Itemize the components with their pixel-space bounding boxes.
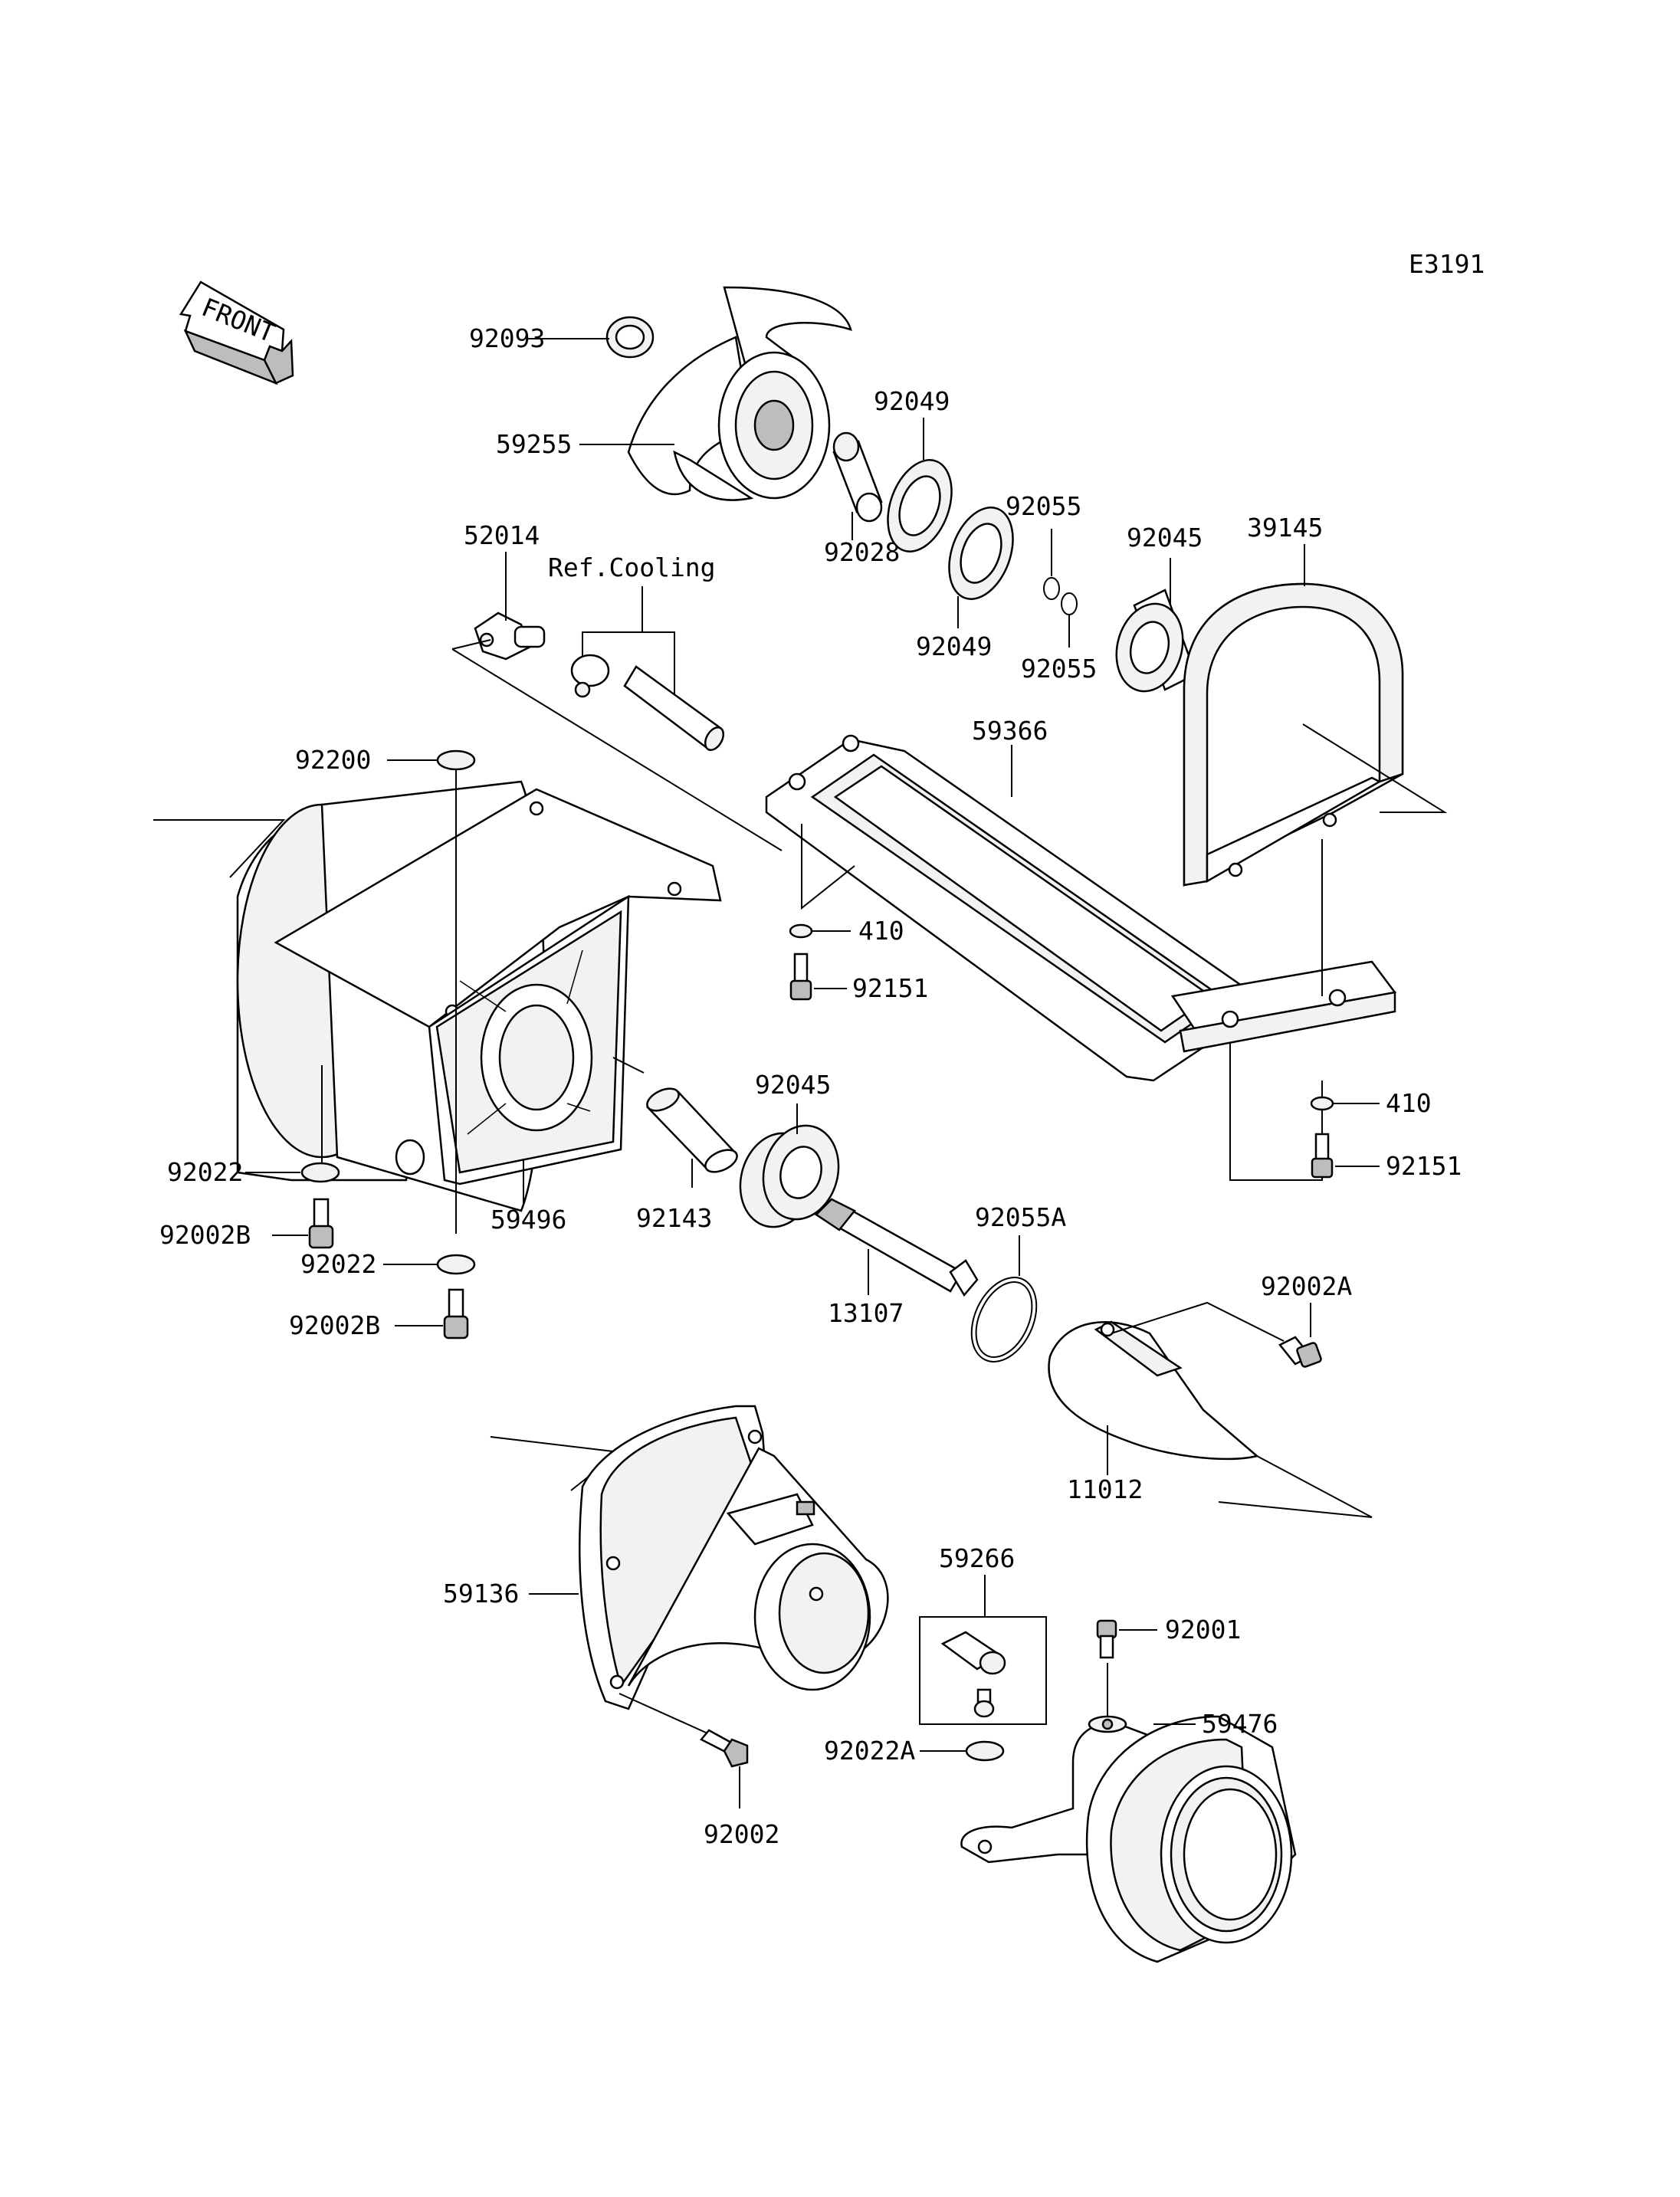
- part-59496-pump-housing: [153, 780, 722, 1212]
- label-11012: 11012: [1067, 1474, 1143, 1504]
- label-59366: 59366: [972, 716, 1048, 746]
- part-59476-steering-nozzle: [960, 1663, 1297, 1963]
- label-92143: 92143: [636, 1203, 712, 1233]
- label-92001: 92001: [1165, 1615, 1241, 1644]
- label-59136: 59136: [443, 1579, 519, 1608]
- part-92093-cap: [605, 316, 655, 359]
- part-92002B-bolt-b: [443, 1288, 469, 1340]
- part-92045-bearing-middle: [739, 1124, 840, 1228]
- label-92045-top: 92045: [1127, 523, 1203, 553]
- label-92022-center: 92022: [300, 1249, 376, 1279]
- part-11012-nozzle: [1048, 1320, 1259, 1461]
- part-13107-shaft: [814, 1198, 979, 1297]
- part-92143-sleeve: [645, 1087, 738, 1173]
- part-59136-stator: [490, 1405, 889, 1710]
- label-92151-top: 92151: [852, 973, 928, 1003]
- label-92055-bottom: 92055: [1021, 654, 1097, 684]
- label-92002: 92002: [704, 1819, 779, 1849]
- label-92200: 92200: [295, 745, 371, 775]
- part-92049-seal-b: [948, 507, 1014, 600]
- part-92002B-bolt-a: [308, 1198, 334, 1249]
- label-39145: 39145: [1247, 513, 1323, 543]
- part-92001-bolt: [1096, 1619, 1117, 1659]
- label-92055A: 92055A: [975, 1202, 1066, 1232]
- label-92055-top: 92055: [1006, 491, 1081, 521]
- label-59266: 59266: [939, 1543, 1015, 1573]
- label-410-right: 410: [1386, 1088, 1432, 1118]
- label-59476: 59476: [1202, 1709, 1278, 1739]
- part-92028-sleeve: [832, 431, 883, 523]
- label-59496: 59496: [491, 1205, 566, 1235]
- part-92002A-bolt: [1278, 1336, 1322, 1368]
- label-92093: 92093: [469, 323, 545, 353]
- label-92022-left: 92022: [167, 1157, 243, 1187]
- part-59255-impeller: [627, 286, 852, 501]
- label-410-top: 410: [858, 916, 904, 946]
- part-92045-bearing-top: [1115, 589, 1197, 693]
- label-59255: 59255: [496, 429, 572, 459]
- part-410-washer-a: [789, 923, 813, 939]
- part-92055A-oring: [970, 1277, 1038, 1362]
- label-52014: 52014: [464, 520, 540, 550]
- label-92002B-left: 92002B: [159, 1220, 251, 1250]
- part-92055-oring-b: [1061, 592, 1078, 615]
- part-92002-bolt: [700, 1729, 749, 1768]
- part-52014-fitting: [474, 612, 546, 661]
- diagram-code: E3191: [1409, 249, 1485, 279]
- label-92049-top: 92049: [874, 386, 950, 416]
- label-92002B-center: 92002B: [289, 1310, 380, 1340]
- part-59266-grease-nipple: [940, 1631, 1006, 1718]
- label-92022A: 92022A: [824, 1736, 915, 1766]
- part-39145-cover: [1183, 582, 1404, 887]
- part-92151-bolt-a: [789, 953, 812, 1001]
- part-92200-washer: [436, 749, 476, 771]
- label-92049-bottom: 92049: [916, 631, 992, 661]
- front-arrow-icon: FRONT: [179, 280, 294, 385]
- part-92055-oring-a: [1043, 577, 1060, 600]
- part-92022-washer-a: [300, 1162, 340, 1183]
- part-92022A-washer: [965, 1740, 1005, 1762]
- label-13107: 13107: [828, 1298, 904, 1328]
- part-59266-kit-box: [919, 1616, 1047, 1725]
- label-92028: 92028: [824, 537, 900, 567]
- part-92022-washer-b: [436, 1254, 476, 1275]
- label-92002A: 92002A: [1261, 1271, 1352, 1301]
- label-92151-right: 92151: [1386, 1151, 1462, 1181]
- label-92045-middle: 92045: [755, 1070, 831, 1100]
- part-92049-seal-a: [887, 459, 953, 553]
- part-59366-plate: [765, 734, 1397, 1082]
- ref-cooling-note: Ref.Cooling: [548, 553, 716, 582]
- part-92151-bolt-b: [1311, 1133, 1334, 1179]
- part-410-washer-b: [1310, 1096, 1334, 1111]
- part-ref-cooling-hose: [570, 654, 725, 751]
